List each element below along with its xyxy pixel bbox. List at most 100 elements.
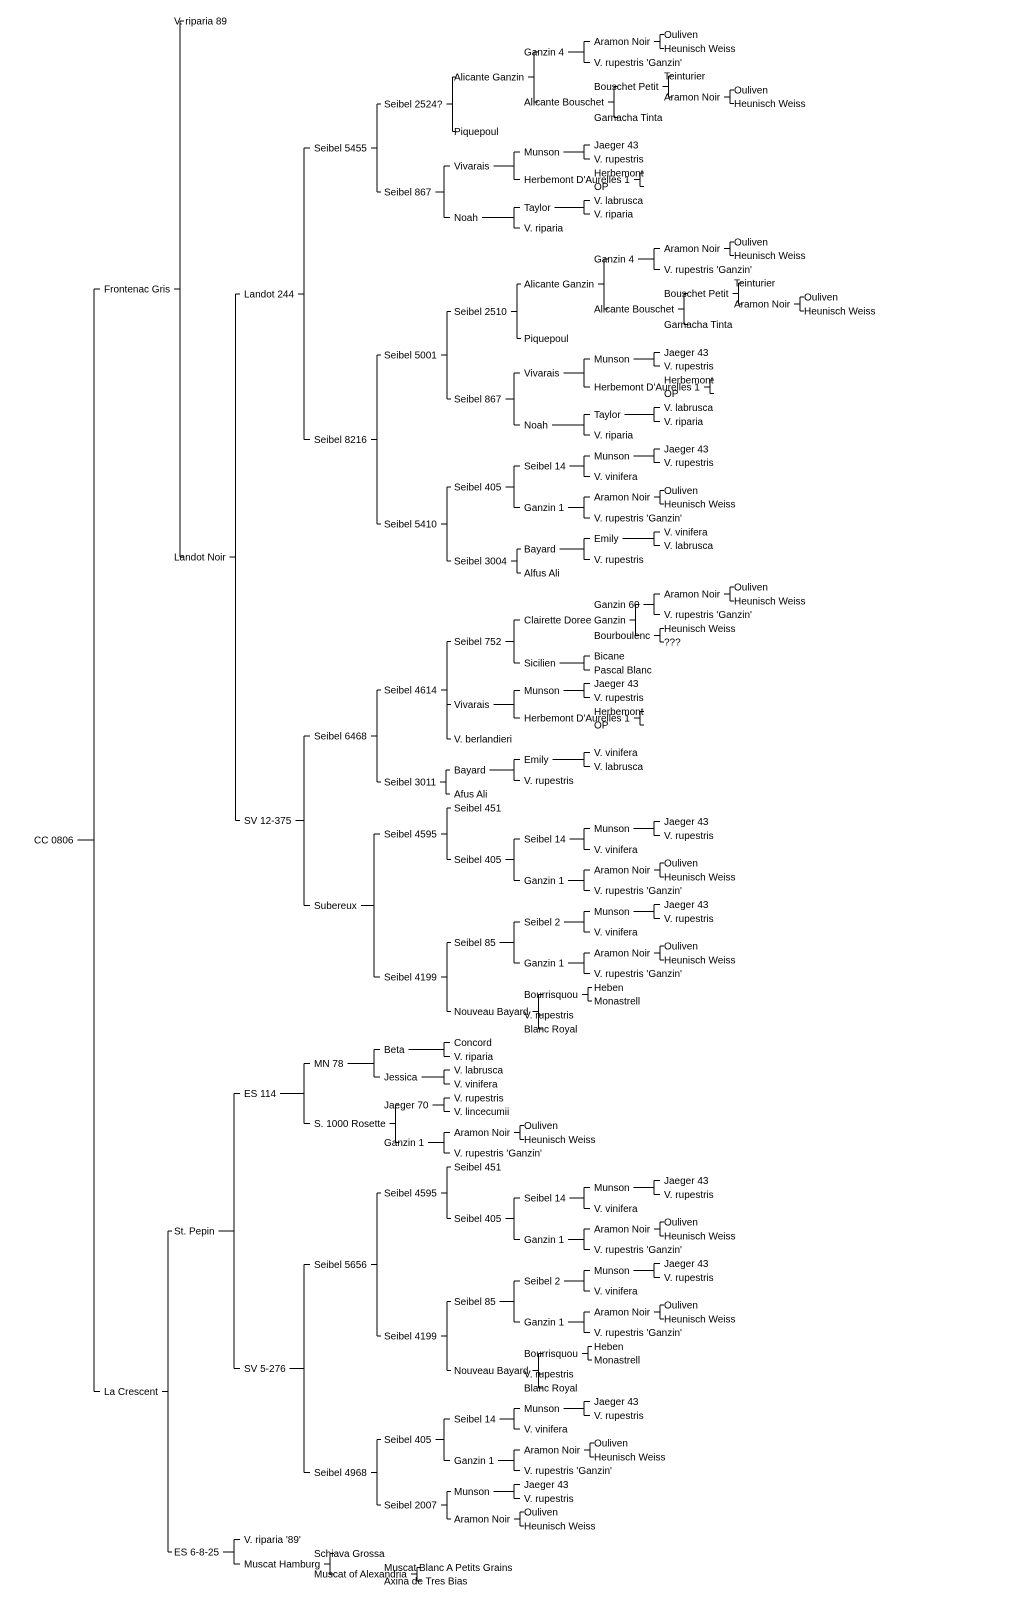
cultivar-label-seibel-85: Seibel 85 <box>454 938 496 949</box>
cultivar-label-seibel-867: Seibel 867 <box>384 187 432 198</box>
cultivar-label-v-vinifera: V. vinifera <box>524 1425 568 1436</box>
cultivar-label-ouliven: Ouliven <box>734 582 768 593</box>
cultivar-label-bourrisquou: Bourrisquou <box>524 1349 578 1360</box>
cultivar-label-ouliven: Ouliven <box>524 1508 558 1519</box>
cultivar-label-taylor: Taylor <box>524 203 551 214</box>
cultivar-label-ouliven: Ouliven <box>664 941 698 952</box>
cultivar-label-v-rupestris-ganzin: V. rupestris 'Ganzin' <box>454 1149 542 1160</box>
cultivar-label-seibel-4968: Seibel 4968 <box>314 1468 367 1479</box>
cultivar-label-aramon-noir: Aramon Noir <box>664 244 721 255</box>
cultivar-label-ouliven: Ouliven <box>594 1439 628 1450</box>
cultivar-label-muscat-of-alexandria: Muscat of Alexandria <box>314 1570 407 1581</box>
cultivar-label-seibel-4595: Seibel 4595 <box>384 1188 437 1199</box>
cultivar-label-garnacha-tinta: Garnacha Tinta <box>664 320 733 331</box>
cultivar-label-aramon-noir: Aramon Noir <box>594 37 651 48</box>
cultivar-label-muscat-blanc-a-petits-grains: Muscat Blanc A Petits Grains <box>384 1563 512 1574</box>
cultivar-label-clairette-doree-ganzin: Clairette Doree Ganzin <box>524 615 626 626</box>
cultivar-label-seibel-85: Seibel 85 <box>454 1297 496 1308</box>
cultivar-label-v-rupestris-ganzin: V. rupestris 'Ganzin' <box>594 1245 682 1256</box>
cultivar-label-aramon-noir: Aramon Noir <box>454 1514 511 1525</box>
cultivar-label-seibel-405: Seibel 405 <box>454 1214 502 1225</box>
cultivar-label-op: OP <box>594 721 609 732</box>
cultivar-label-bicane: Bicane <box>594 652 625 663</box>
cultivar-label-v-vinifera: V. vinifera <box>594 472 638 483</box>
cultivar-label-munson: Munson <box>594 824 630 835</box>
cultivar-label-piquepoul: Piquepoul <box>524 334 568 345</box>
cultivar-label-v-labrusca: V. labrusca <box>594 762 644 773</box>
cultivar-label-seibel-5001: Seibel 5001 <box>384 351 437 362</box>
cultivar-label-heunisch-weiss: Heunisch Weiss <box>664 955 736 966</box>
cultivar-label-heunisch-weiss: Heunisch Weiss <box>664 44 736 55</box>
cultivar-label-v-vinifera: V. vinifera <box>594 1287 638 1298</box>
cultivar-label-herbemont: Herbemont <box>664 375 714 386</box>
cultivar-label-concord: Concord <box>454 1038 492 1049</box>
cultivar-label-heunisch-weiss: Heunisch Weiss <box>594 1452 666 1463</box>
cultivar-label-bayard: Bayard <box>524 545 556 556</box>
cultivar-label-seibel-14: Seibel 14 <box>524 834 566 845</box>
cultivar-label-ganzin-1: Ganzin 1 <box>454 1456 494 1467</box>
cultivar-label-jaeger-43: Jaeger 43 <box>664 817 709 828</box>
cultivar-label-piquepoul: Piquepoul <box>454 127 498 138</box>
cultivar-label-seibel-3004: Seibel 3004 <box>454 557 507 568</box>
cultivar-label-sicilien: Sicilien <box>524 658 556 669</box>
cultivar-label-v-labrusca: V. labrusca <box>594 196 644 207</box>
cultivar-label-seibel-2: Seibel 2 <box>524 1276 561 1287</box>
cultivar-label-seibel-8216: Seibel 8216 <box>314 435 367 446</box>
cultivar-label-v-rupestris-ganzin: V. rupestris 'Ganzin' <box>664 610 752 621</box>
cultivar-label-seibel-405: Seibel 405 <box>384 1435 432 1446</box>
cultivar-label-aramon-noir: Aramon Noir <box>594 1307 651 1318</box>
cultivar-label-ouliven: Ouliven <box>804 293 838 304</box>
cultivar-label-alicante-bouschet: Alicante Bouschet <box>594 305 674 316</box>
cultivar-label-aramon-noir: Aramon Noir <box>594 493 651 504</box>
cultivar-label-garnacha-tinta: Garnacha Tinta <box>594 113 663 124</box>
cultivar-label-jaeger-43: Jaeger 43 <box>664 1259 709 1270</box>
cultivar-label-aramon-noir: Aramon Noir <box>524 1445 581 1456</box>
cultivar-label-alicante-ganzin: Alicante Ganzin <box>524 280 594 291</box>
cultivar-label-v-vinifera: V. vinifera <box>664 527 708 538</box>
cultivar-label-ouliven: Ouliven <box>734 237 768 248</box>
cultivar-label-es-114: ES 114 <box>244 1089 276 1100</box>
cultivar-label-v-rupestris: V. rupestris <box>664 458 714 469</box>
cultivar-label-bouschet-petit: Bouschet Petit <box>664 289 729 300</box>
cultivar-label-sv-5-276: SV 5-276 <box>244 1364 286 1375</box>
cultivar-label-v-rupestris-ganzin: V. rupestris 'Ganzin' <box>664 265 752 276</box>
cultivar-label-alicante-ganzin: Alicante Ganzin <box>454 72 524 83</box>
cultivar-label-heunisch-weiss: Heunisch Weiss <box>664 624 736 635</box>
cultivar-label-s-1000-rosette: S. 1000 Rosette <box>314 1119 386 1130</box>
cultivar-label-st-pepin: St. Pepin <box>174 1226 215 1237</box>
cultivar-label-jaeger-43: Jaeger 43 <box>594 679 639 690</box>
cultivar-label-heunisch-weiss: Heunisch Weiss <box>664 1231 736 1242</box>
cultivar-label-v-rupestris: V. rupestris <box>664 831 714 842</box>
cultivar-label-aramon-noir: Aramon Noir <box>454 1128 511 1139</box>
cultivar-label-munson: Munson <box>594 907 630 918</box>
cultivar-label-vivarais: Vivarais <box>454 161 489 172</box>
cultivar-label-herbemont-d-aurelles-1: Herbemont D'Aurelles 1 <box>594 382 700 393</box>
cultivar-label-monastrell: Monastrell <box>594 997 640 1008</box>
cultivar-label-seibel-2: Seibel 2 <box>524 917 561 928</box>
cultivar-label-ganzin-1: Ganzin 1 <box>524 959 564 970</box>
cultivar-label-frontenac-gris: Frontenac Gris <box>104 285 170 296</box>
cultivar-label-v-vinifera: V. vinifera <box>454 1080 498 1091</box>
cultivar-label-alfus-ali: Alfus Ali <box>524 569 560 580</box>
cultivar-label-herbemont: Herbemont <box>594 707 644 718</box>
cultivar-label-v-vinifera: V. vinifera <box>594 1204 638 1215</box>
cultivar-label-blanc-royal: Blanc Royal <box>524 1383 577 1394</box>
cultivar-label-ouliven: Ouliven <box>524 1121 558 1132</box>
cultivar-label-seibel-4199: Seibel 4199 <box>384 973 437 984</box>
cultivar-label-heunisch-weiss: Heunisch Weiss <box>664 872 736 883</box>
cultivar-label-v-labrusca: V. labrusca <box>664 541 714 552</box>
cultivar-label-pascal-blanc: Pascal Blanc <box>594 665 652 676</box>
cultivar-label-es-6-8-25: ES 6-8-25 <box>174 1547 219 1558</box>
cultivar-label-herbemont-d-aurelles-1: Herbemont D'Aurelles 1 <box>524 175 630 186</box>
cultivar-label-muscat-hamburg: Muscat Hamburg <box>244 1559 320 1570</box>
cultivar-label-seibel-14: Seibel 14 <box>454 1414 496 1425</box>
cultivar-label-bourrisquou: Bourrisquou <box>524 990 578 1001</box>
cultivar-label-v-rupestris: V. rupestris <box>524 776 574 787</box>
cultivar-label-ouliven: Ouliven <box>664 859 698 870</box>
cultivar-label-bourboulenc: Bourboulenc <box>594 631 650 642</box>
cultivar-label-v-rupestris-ganzin: V. rupestris 'Ganzin' <box>524 1466 612 1477</box>
cultivar-label-aramon-noir: Aramon Noir <box>594 866 651 877</box>
cultivar-label-heunisch-weiss: Heunisch Weiss <box>664 500 736 511</box>
cultivar-label-ouliven: Ouliven <box>664 1300 698 1311</box>
cultivar-label-seibel-3011: Seibel 3011 <box>384 778 437 789</box>
